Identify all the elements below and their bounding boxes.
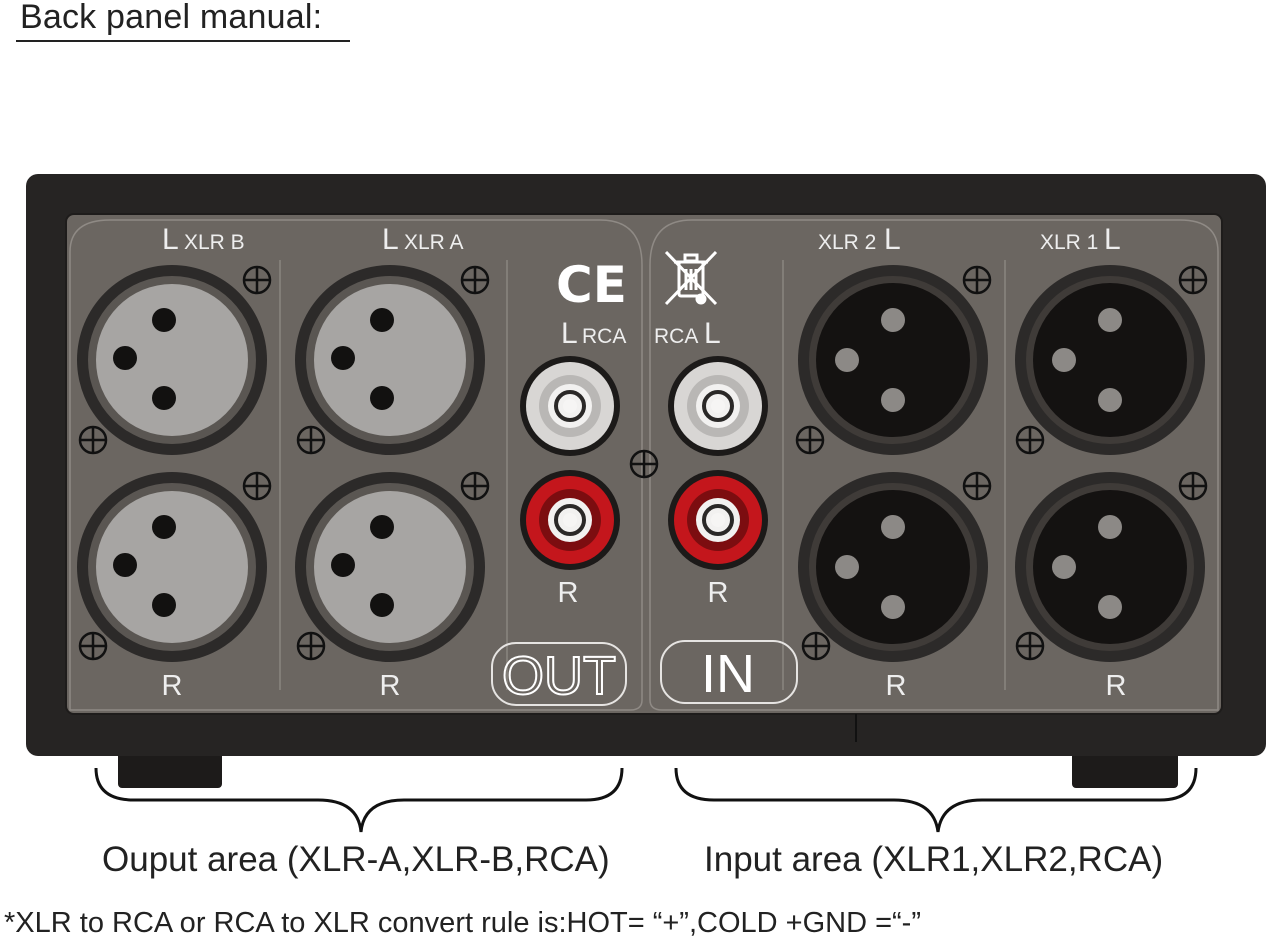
- xlr-a-left-connector: [295, 265, 485, 455]
- screw-icon: [1178, 265, 1208, 295]
- input-area-caption: Input area (XLR1,XLR2,RCA): [704, 840, 1164, 879]
- page-title: Back panel manual:: [20, 0, 323, 36]
- screw-icon: [801, 631, 831, 661]
- in-rca-label-suffix: L: [704, 317, 721, 350]
- out-rca-label: RCA: [582, 325, 626, 348]
- ce-mark: CE: [556, 256, 627, 314]
- xlr-2-right-label: R: [886, 670, 907, 702]
- weee-bin-icon: [664, 250, 718, 306]
- screw-icon: [1015, 631, 1045, 661]
- xlr-a-label: XLR A: [404, 231, 464, 254]
- xlr-1-left-connector: [1015, 265, 1205, 455]
- output-area-brace: [94, 767, 624, 833]
- screw-icon: [242, 265, 272, 295]
- xlr-b-right-connector: [77, 472, 267, 662]
- xlr-2-right-connector: [798, 472, 988, 662]
- rca-out-right-jack: [518, 468, 622, 572]
- rca-out-right-label: R: [558, 577, 579, 609]
- xlr-2-left-connector: [798, 265, 988, 455]
- input-region-outline: [649, 219, 1219, 711]
- xlr-1-right-label: R: [1106, 670, 1127, 702]
- screw-icon: [962, 471, 992, 501]
- screw-icon: [962, 265, 992, 295]
- xlr-2-label: XLR 2: [818, 231, 876, 254]
- screw-icon: [795, 425, 825, 455]
- out-badge: OUT: [502, 646, 616, 706]
- screw-icon: [460, 265, 490, 295]
- out-badge-frame: [491, 642, 627, 706]
- screw-icon: [629, 449, 659, 479]
- xlr-b-right-label: R: [162, 670, 183, 702]
- output-region-outline: [69, 219, 643, 711]
- xlr-1-right-connector: [1015, 472, 1205, 662]
- xlr-a-right-label: R: [380, 670, 401, 702]
- rca-in-right-label: R: [708, 577, 729, 609]
- rca-in-left-jack: [666, 354, 770, 458]
- rca-in-right-jack: [666, 468, 770, 572]
- xlr-a-label-prefix: L: [382, 223, 399, 256]
- screw-icon: [460, 471, 490, 501]
- xlr-b-label: XLR B: [184, 231, 245, 254]
- screw-icon: [78, 631, 108, 661]
- screw-icon: [1178, 471, 1208, 501]
- output-area-caption: Ouput area (XLR-A,XLR-B,RCA): [102, 840, 610, 879]
- in-badge-frame: [660, 640, 798, 704]
- in-badge: IN: [701, 644, 755, 704]
- screw-icon: [1015, 425, 1045, 455]
- input-area-brace: [674, 767, 1198, 833]
- xlr-1-label-suffix: L: [1104, 223, 1121, 256]
- screw-icon: [296, 425, 326, 455]
- rca-out-left-jack: [518, 354, 622, 458]
- out-rca-label-prefix: L: [561, 317, 578, 350]
- screw-icon: [296, 631, 326, 661]
- in-rca-label: RCA: [654, 325, 698, 348]
- xlr-b-left-connector: [77, 265, 267, 455]
- screw-icon: [242, 471, 272, 501]
- conversion-rule-note: *XLR to RCA or RCA to XLR convert rule i…: [4, 907, 921, 939]
- xlr-2-label-suffix: L: [884, 223, 901, 256]
- xlr-a-right-connector: [295, 472, 485, 662]
- screw-icon: [78, 425, 108, 455]
- title-underline: [16, 40, 350, 42]
- xlr-1-label: XLR 1: [1040, 231, 1098, 254]
- xlr-b-label-prefix: L: [162, 223, 179, 256]
